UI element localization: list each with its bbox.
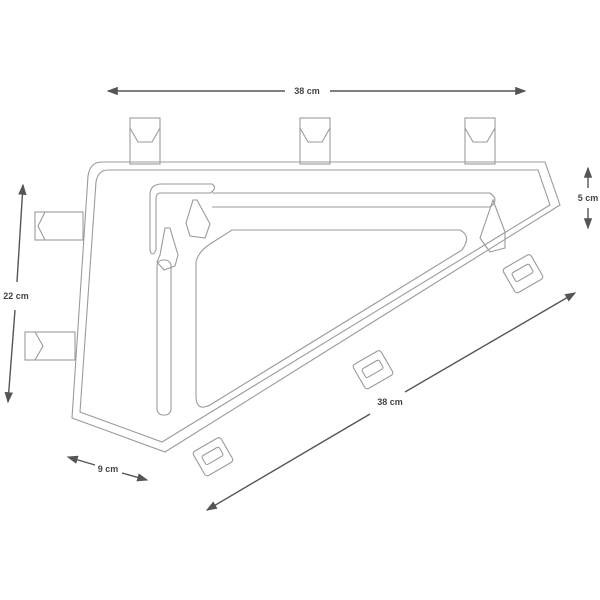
- inner-panel: [195, 229, 468, 408]
- label-bottom-length: 38 cm: [377, 397, 403, 407]
- label-top-length: 38 cm: [294, 86, 320, 96]
- left-straps: [24, 211, 84, 361]
- dimension-width: 9 cm: [66, 455, 149, 482]
- strap-top-2: [299, 117, 331, 165]
- zipper-track: [149, 183, 216, 255]
- dimension-front-height: 5 cm: [578, 166, 599, 230]
- strap-left-2: [24, 331, 76, 361]
- label-front-height: 5 cm: [578, 193, 599, 203]
- strap-left-1: [34, 211, 84, 241]
- buckles: [192, 254, 544, 477]
- strap-top-1: [129, 117, 161, 165]
- label-width: 9 cm: [98, 464, 119, 474]
- top-straps: [129, 117, 496, 165]
- dimension-height: 22 cm: [3, 183, 29, 404]
- zipper-pulls: [156, 198, 506, 271]
- dimension-top-length: 38 cm: [106, 86, 527, 96]
- label-height: 22 cm: [3, 291, 29, 301]
- dimension-bottom-length: 38 cm: [205, 292, 577, 511]
- strap-top-3: [464, 117, 496, 165]
- bag-body: [71, 161, 561, 453]
